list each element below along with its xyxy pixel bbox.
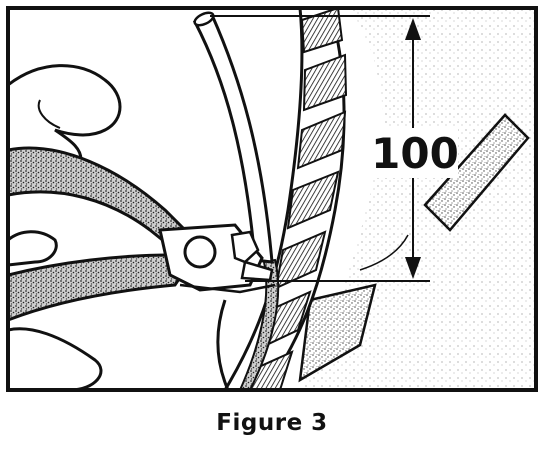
figure-border [6,6,538,392]
background-bracket [298,283,377,383]
figure-caption: Figure 3 [216,410,328,436]
plastic-tube-icon [192,11,274,264]
cutting-pliers-icon [8,146,276,322]
background-post [423,113,530,232]
left-cable-outline [216,299,230,390]
dimension-guides [210,15,430,282]
cut-leader-line [359,234,409,271]
inner-wire [238,258,280,390]
figure-illustration: 100 [6,6,538,392]
dimension-label: 100 [371,129,459,178]
